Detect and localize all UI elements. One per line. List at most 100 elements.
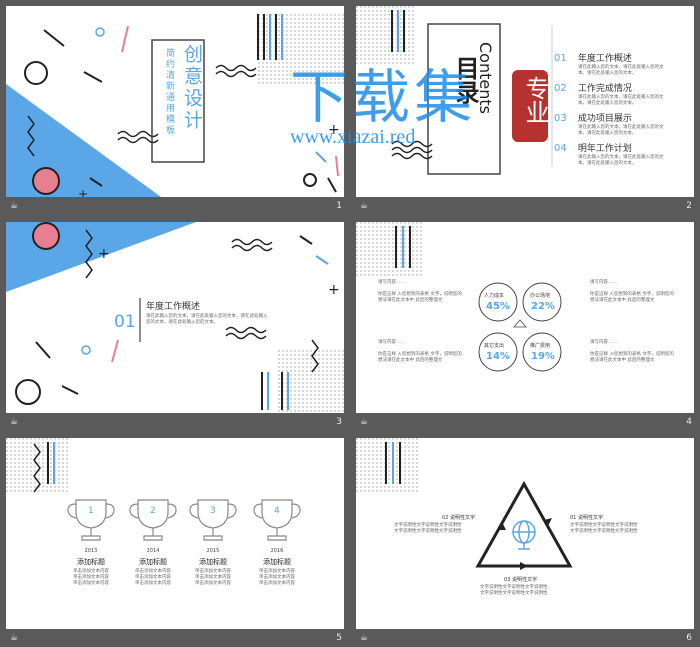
svg-text:+: + (78, 187, 88, 197)
contents-en: Contents (476, 42, 495, 114)
diagram-text-02-2: 文字说明性文字说明性文字说明性 (394, 529, 462, 534)
milestone-3: 2015 添加标题 单击添加文本内容单击添加文本内容单击添加文本内容 (194, 548, 232, 587)
trophy-number: 1 (88, 506, 94, 516)
trophy-number: 4 (274, 506, 280, 516)
milestone-title: 添加标题 (263, 558, 291, 566)
slide-thumbnail-4[interactable]: 人力成本 45% 办公场地 22% 其它支出 14% 推广费用 19% 请写内容… (356, 222, 694, 413)
text-block-line-2: 想法请在此文本中 此后的整理文 (590, 358, 655, 363)
watermark-title: 下载集 (290, 63, 477, 131)
trophy-icons (67, 499, 301, 541)
text-block-line-2: 想法请在此文本中 此后的整理文 (590, 298, 655, 303)
trophy-number: 3 (210, 506, 216, 516)
toc-item-desc-2: 本。请在此处输入您的文本。 (578, 161, 637, 166)
toc-item-number: 02 (554, 83, 567, 94)
milestone-year: 2016 (270, 548, 284, 554)
toc-item-desc-2: 本。请在此处输入您的文本。 (578, 71, 637, 76)
bubble-3-label: 其它支出 (484, 343, 505, 349)
diagram-label-03: 03 说明性文字 (504, 577, 537, 583)
text-block-4: 请写内容…… 你是这样 入您想到的表格 文字，说明您的想法请在此文本中 此后的整理… (590, 340, 674, 364)
milestone-text: 单击添加文本内容 (135, 569, 171, 574)
slide-6-footer: ☕ 6 (356, 630, 694, 647)
contents-cn: 目录 (451, 56, 479, 104)
toc-item-3[interactable]: 03 成功项目展示 请在此输入您的文本，请在此处输入您的文本。请在此处输入您的文… (554, 106, 664, 137)
slide-1-number: 1 (336, 201, 342, 211)
section-number: 01 (114, 312, 136, 332)
slide-6-decoration (356, 438, 573, 570)
milestone-text-2: 单击添加文本内容 (135, 575, 171, 580)
slide-3-footer: ☕ 3 (6, 414, 344, 431)
watermark-seal: 专业 (512, 70, 549, 142)
milestone-year: 2013 (84, 548, 98, 554)
bubble-1-label: 人力成本 (484, 293, 505, 299)
section-title: 年度工作概述 (146, 302, 201, 312)
toc-item-desc: 请在此输入您的文本，请在此处输入您的文 (578, 155, 664, 160)
slide-2-icon: ☕ (360, 201, 369, 211)
slide-4-decoration (356, 222, 562, 372)
milestone-text-2: 单击添加文本内容 (259, 575, 295, 580)
trophy-number: 2 (150, 506, 156, 516)
milestone-title: 添加标题 (139, 558, 167, 566)
toc-item-desc: 请在此输入您的文本，请在此处输入您的文 (578, 95, 664, 100)
text-block-line: 你是这样 入您想到的表格 文字，说明您的 (378, 292, 462, 297)
text-block-head: 请写内容…… (590, 340, 617, 345)
diagram-text-01: 文字说明性文字说明性文字说明性 (570, 523, 638, 528)
toc-item-2[interactable]: 02 工作完成情况 请在此输入您的文本，请在此处输入您的文本。请在此处输入您的文… (554, 76, 664, 107)
diagram-text-03-2: 文字说明性文字说明性文字说明性 (480, 591, 548, 596)
slide-1-footer: ☕ 1 (6, 198, 344, 215)
diagram-text-02: 文字说明性文字说明性文字说明性 (394, 523, 462, 528)
diagram-label-02: 02 说明性文字 (442, 515, 475, 521)
toc-item-desc-2: 本。请在此处输入您的文本。 (578, 101, 637, 106)
text-block-line: 你是这样 入您想到的表格 文字，说明您的 (590, 352, 674, 357)
toc-item-title: 工作完成情况 (577, 84, 632, 94)
text-block-head: 请写内容…… (590, 280, 617, 285)
milestone-year: 2014 (146, 548, 160, 554)
slide-3-icon: ☕ (10, 417, 19, 427)
bubble-4-value: 19% (531, 351, 555, 362)
slide-2-decoration (356, 6, 553, 175)
slide-4-footer: ☕ 4 (356, 414, 694, 431)
watermark-url: www.xiazai.red (290, 126, 416, 148)
text-block-1: 请写内容…… 你是这样 入您想到的表格 文字，说明您的想法请在此文本中 此后的整理… (378, 280, 462, 304)
slide-1-decoration: + + (6, 12, 344, 197)
slide-thumbnail-5[interactable]: 1 2 3 4 2013 添加标题 单击添加文本内容单击添加文本内容单击添加文本… (6, 438, 344, 629)
toc-item-number: 01 (554, 53, 567, 64)
toc-item-1[interactable]: 01 年度工作概述 请在此输入您的文本，请在此处输入您的文本。请在此处输入您的文… (554, 46, 664, 77)
section-desc-2: 您的文本。请在此处输入您的文本。 (146, 320, 218, 325)
text-block-line: 你是这样 入您想到的表格 文字，说明您的 (590, 292, 674, 297)
milestone-text-3: 单击添加文本内容 (195, 581, 231, 586)
slide-4-icon: ☕ (360, 417, 369, 427)
slide-6-icon: ☕ (360, 633, 369, 643)
toc-item-number: 04 (554, 143, 567, 154)
bubble-4-label: 推广费用 (530, 343, 551, 349)
milestone-title: 添加标题 (199, 558, 227, 566)
diagram-label-01: 01 说明性文字 (570, 515, 603, 521)
svg-text:+: + (98, 246, 110, 262)
toc-item-title: 成功项目展示 (577, 114, 632, 124)
text-block-line-2: 想法请在此文本中 此后的整理文 (378, 298, 443, 303)
milestone-2: 2014 添加标题 单击添加文本内容单击添加文本内容单击添加文本内容 (134, 548, 172, 587)
slide-5-decoration (6, 438, 301, 541)
text-block-2: 请写内容…… 你是这样 入您想到的表格 文字，说明您的想法请在此文本中 此后的整理… (590, 280, 674, 304)
text-block-3: 请写内容……你是这样 入您想到的表格 文字，说明您的想法请在此文本中 此后的整理… (378, 340, 462, 364)
milestone-text-2: 单击添加文本内容 (195, 575, 231, 580)
slide-5-icon: ☕ (10, 633, 19, 643)
slide-thumbnail-3[interactable]: + + 01 年度工作概述 请在此输入您的文本，请在此处输入您的文本，请在此处输… (6, 222, 344, 413)
milestone-4: 2016 添加标题 单击添加文本内容单击添加文本内容单击添加文本内容 (258, 548, 296, 587)
bubble-3-value: 14% (486, 351, 510, 362)
bubble-2-label: 办公场地 (530, 293, 551, 299)
slide-thumbnail-6[interactable]: 02 说明性文字 文字说明性文字说明性文字说明性文字说明性文字说明性文字说明性 … (356, 438, 694, 629)
toc-item-4[interactable]: 04 明年工作计划 请在此输入您的文本，请在此处输入您的文本。请在此处输入您的文… (554, 136, 664, 167)
slide-thumbnail-1[interactable]: + + 创意设计 简约清新通用模板 (6, 6, 344, 197)
slide-2-number: 2 (686, 201, 692, 211)
slide-6-number: 6 (686, 633, 692, 643)
bubble-2-value: 22% (531, 301, 555, 312)
milestone-text-3: 单击添加文本内容 (135, 581, 171, 586)
bubble-1-value: 45% (486, 301, 510, 312)
text-block-line-2: 想法请在此文本中 此后的整理文 (378, 358, 443, 363)
slide-5-footer: ☕ 5 (6, 630, 344, 647)
toc-item-desc: 请在此输入您的文本，请在此处输入您的文 (578, 65, 664, 70)
text-block-head: 请写内容…… (378, 280, 405, 285)
svg-text:+: + (328, 122, 340, 138)
milestone-text-3: 单击添加文本内容 (259, 581, 295, 586)
milestone-1: 2013 添加标题 单击添加文本内容单击添加文本内容单击添加文本内容 (72, 548, 110, 587)
